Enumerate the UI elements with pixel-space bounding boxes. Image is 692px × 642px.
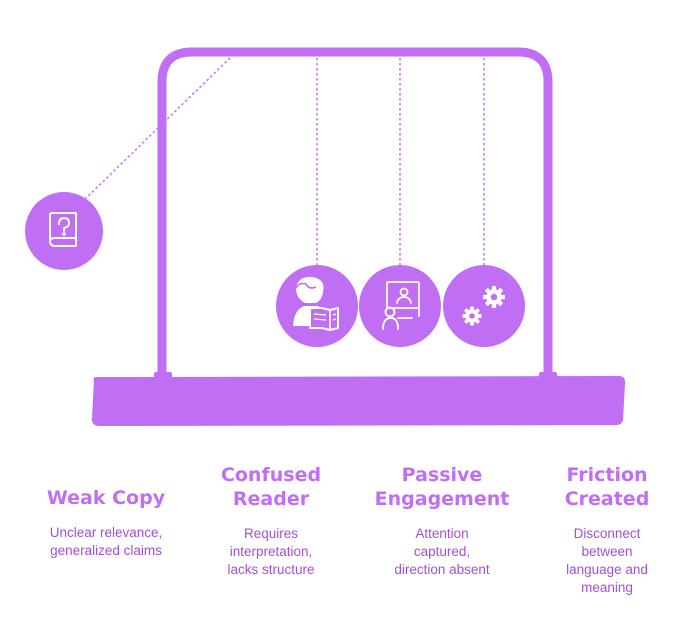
reader-book-icon — [293, 276, 339, 331]
question-book-icon — [49, 212, 77, 247]
label-description: Disconnect between language and meaning — [532, 525, 682, 597]
label-title-line: Engagement — [374, 488, 510, 510]
label-description: Attention captured, direction absent — [367, 525, 517, 579]
label-title-line: Confused — [220, 464, 322, 486]
label-description-line: between — [581, 544, 633, 559]
label-title-line: Created — [564, 488, 650, 510]
label-description-line: Attention — [415, 526, 469, 541]
gears-icon — [462, 286, 505, 326]
label-description-line: Disconnect — [573, 526, 641, 541]
label-description-line: direction absent — [394, 562, 490, 577]
cradle-frame — [157, 47, 553, 379]
label-description-line: generalized claims — [50, 543, 162, 558]
screen-presentation-icon — [382, 281, 420, 330]
label-title-line: Weak Copy — [46, 487, 166, 509]
label-description: Requires interpretation, lacks structure — [196, 525, 346, 579]
ball-friction-created — [443, 265, 525, 347]
label-description-line: Unclear relevance, — [49, 525, 163, 540]
ball-weak-copy — [25, 192, 103, 270]
label-description-line: Requires — [243, 526, 299, 541]
ball-passive-engagement — [359, 265, 441, 347]
ball-confused-reader — [276, 265, 358, 347]
label-description-line: lacks structure — [227, 562, 315, 577]
label-description-line: meaning — [581, 580, 633, 595]
string-swinging — [81, 57, 231, 203]
label-description-line: interpretation, — [229, 544, 313, 559]
label-title-line: Friction — [566, 464, 648, 486]
frame-foot-left — [154, 372, 172, 378]
label-description-line: captured, — [413, 544, 471, 559]
label-title-line: Passive — [401, 464, 483, 486]
label-title: Weak Copy — [31, 486, 181, 510]
cradle-base — [91, 376, 626, 426]
label-title-line: Reader — [232, 488, 310, 510]
label-description-line: language and — [566, 562, 648, 577]
label-description: Unclear relevance, generalized claims — [31, 524, 181, 560]
